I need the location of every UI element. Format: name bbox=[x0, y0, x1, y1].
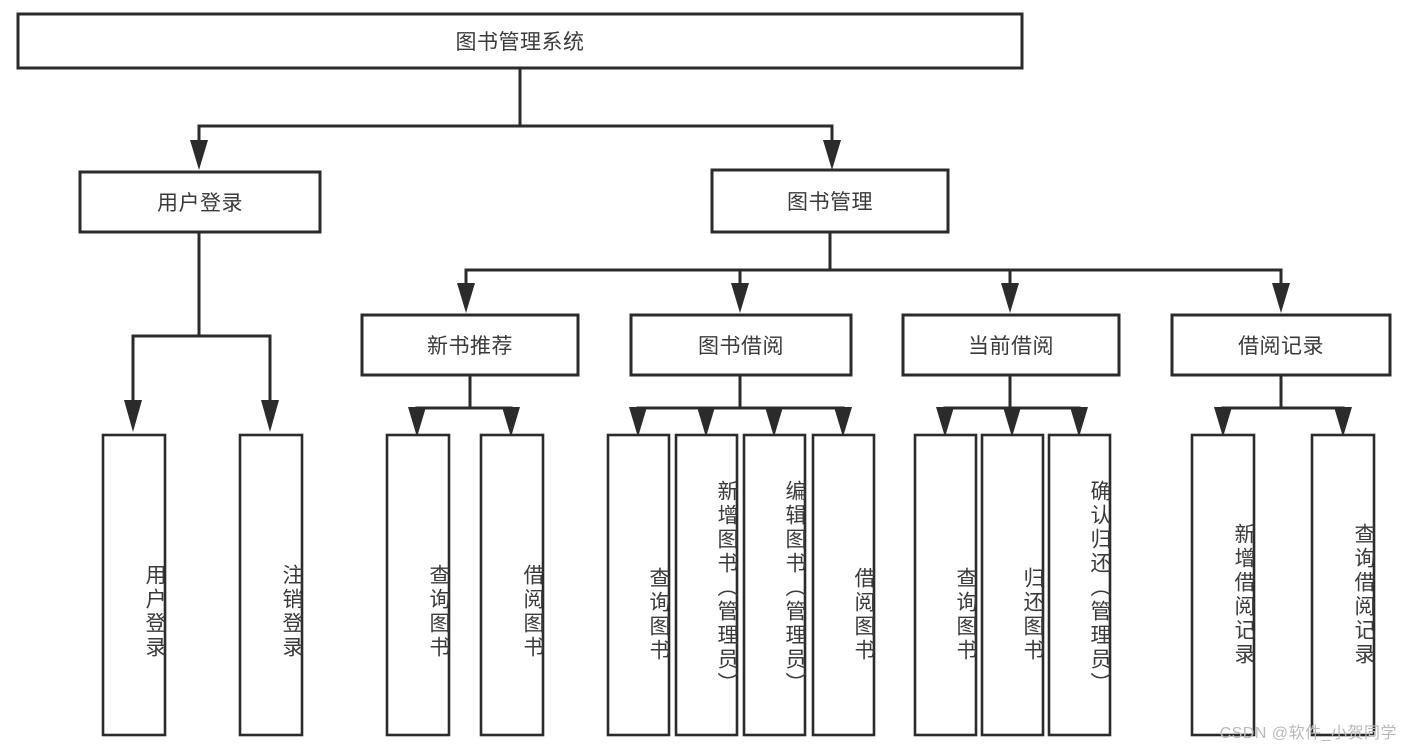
arrow-head-leaf-user-login-2 bbox=[261, 400, 279, 432]
arrow-head-leaf-borrowrecords-1 bbox=[1214, 407, 1232, 437]
node-box-root[interactable] bbox=[16, 12, 1024, 70]
node-box-new-book-recommend[interactable] bbox=[360, 313, 580, 377]
arrow-head-leaf-currentborrow-1 bbox=[936, 407, 954, 437]
node-box-leaf-user-login-1[interactable] bbox=[101, 433, 167, 737]
arrow-head-current-borrow bbox=[1001, 283, 1019, 313]
arrow-head-book-borrow bbox=[731, 283, 749, 313]
node-box-leaf-borrowrecords-2[interactable] bbox=[1310, 433, 1376, 737]
node-box-current-borrow[interactable] bbox=[901, 313, 1121, 377]
arrow-head-leaf-newbook-2 bbox=[502, 407, 520, 437]
arrow-head-leaf-currentborrow-3 bbox=[1070, 407, 1088, 437]
node-box-leaf-bookborrow-3[interactable] bbox=[742, 433, 807, 737]
arrow-head-leaf-bookborrow-1 bbox=[629, 407, 647, 437]
arrow-head-leaf-borrowrecords-2 bbox=[1334, 407, 1352, 437]
node-box-leaf-bookborrow-1[interactable] bbox=[606, 433, 671, 737]
node-box-user-login[interactable] bbox=[78, 170, 322, 234]
arrow-head-leaf-newbook-1 bbox=[408, 407, 426, 437]
node-box-leaf-user-login-2[interactable] bbox=[238, 433, 304, 737]
node-box-leaf-newbook-1[interactable] bbox=[385, 433, 451, 737]
node-box-borrow-records[interactable] bbox=[1170, 313, 1392, 377]
arrow-head-leaf-currentborrow-2 bbox=[1003, 407, 1021, 437]
node-box-book-borrow[interactable] bbox=[629, 313, 853, 377]
arrow-head-leaf-bookborrow-4 bbox=[834, 407, 852, 437]
arrow-head-bookmgmt bbox=[823, 140, 841, 170]
arrow-head-leaf-bookborrow-3 bbox=[765, 407, 783, 437]
node-box-leaf-bookborrow-4[interactable] bbox=[811, 433, 876, 737]
node-box-leaf-newbook-2[interactable] bbox=[479, 433, 545, 737]
arrow-head-userlogin bbox=[190, 140, 208, 170]
node-box-leaf-currentborrow-2[interactable] bbox=[980, 433, 1045, 737]
arrow-head-leaf-bookborrow-2 bbox=[697, 407, 715, 437]
node-box-book-management[interactable] bbox=[710, 168, 950, 234]
node-box-leaf-currentborrow-1[interactable] bbox=[913, 433, 978, 737]
node-box-leaf-bookborrow-2[interactable] bbox=[674, 433, 739, 737]
node-box-leaf-borrowrecords-1[interactable] bbox=[1190, 433, 1256, 737]
arrow-head-borrow-records bbox=[1272, 283, 1290, 313]
node-box-leaf-currentborrow-3[interactable] bbox=[1047, 433, 1112, 737]
arrow-head-leaf-user-login-1 bbox=[124, 400, 142, 432]
arrow-head-new-book-recommend bbox=[457, 283, 475, 313]
